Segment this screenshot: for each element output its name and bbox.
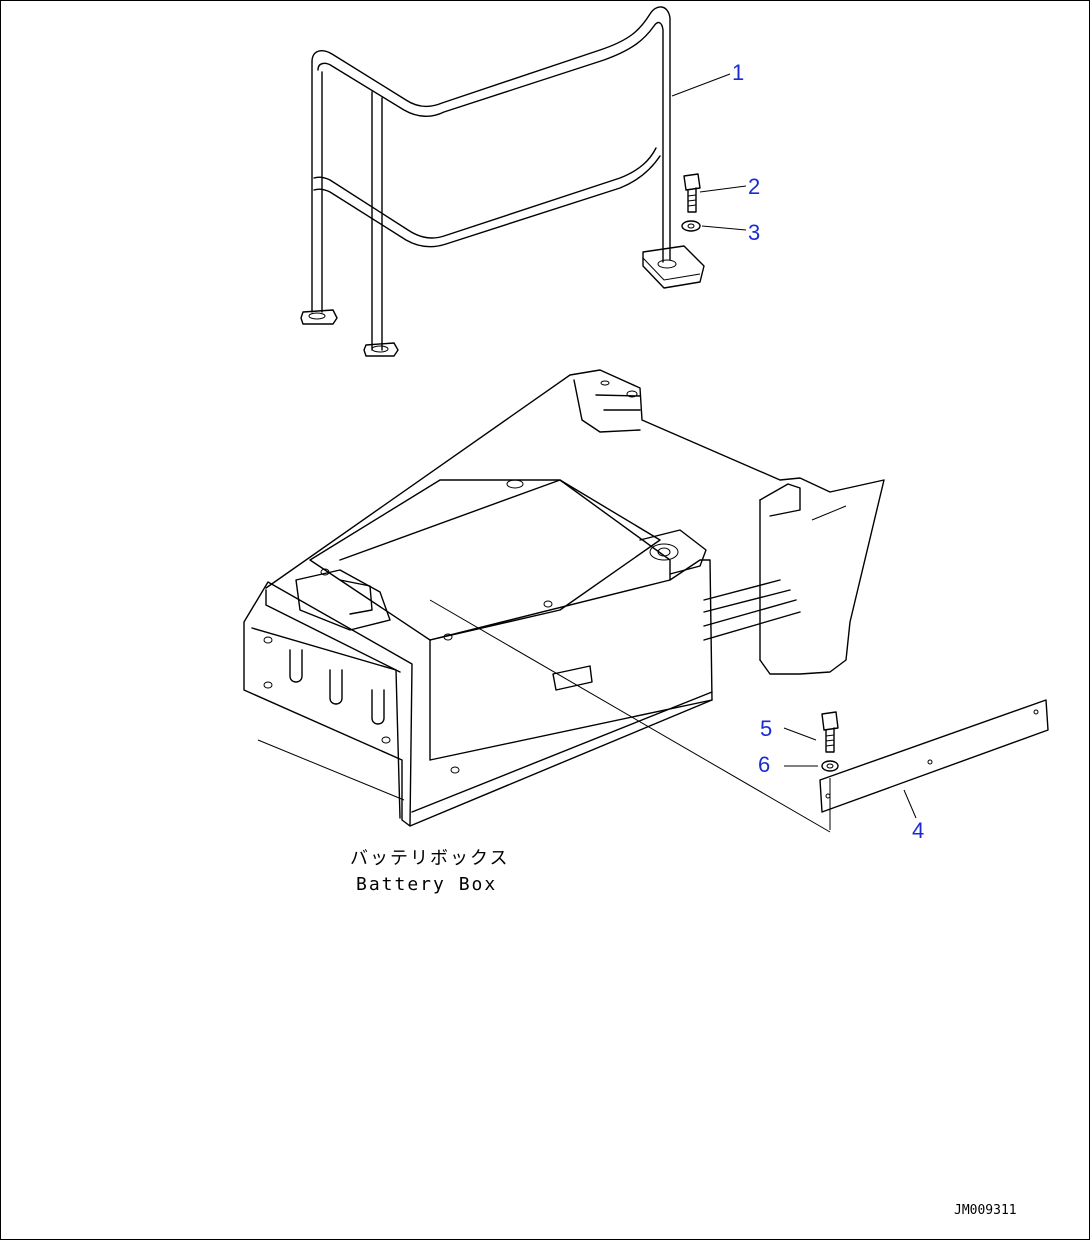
caption-english: Battery Box: [356, 874, 497, 895]
callout-3: 3: [748, 220, 760, 245]
cover-plate: [819, 699, 1049, 830]
handrail: [300, 6, 705, 357]
battery-box: [243, 369, 885, 833]
washer-item-3: [681, 220, 701, 232]
bolt-item-5: [821, 711, 839, 753]
callout-5: 5: [760, 716, 772, 741]
caption-japanese: バッテリボックス: [350, 848, 509, 869]
callout-1: 1: [732, 60, 744, 85]
drawing-code: JM009311: [954, 1203, 1017, 1218]
leader-lines: [671, 73, 917, 819]
washer-item-6: [821, 760, 839, 772]
bolt-item-2: [683, 173, 701, 213]
callout-6: 6: [758, 752, 770, 777]
callout-4: 4: [912, 818, 924, 843]
callout-2: 2: [748, 174, 760, 199]
